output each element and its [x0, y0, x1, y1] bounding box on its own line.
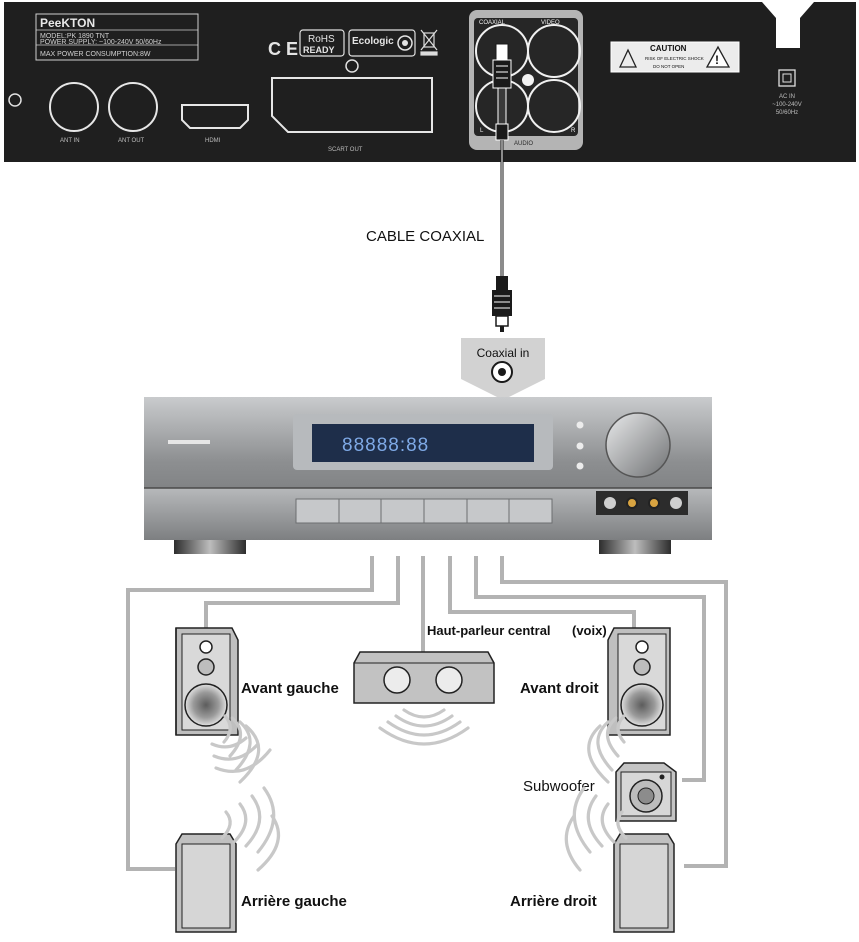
rohs-badge: RoHS READY: [299, 29, 345, 57]
subwoofer-label: Subwoofer: [523, 778, 595, 795]
max-power-text: MAX POWER CONSUMPTION:8W: [40, 51, 151, 58]
rear-right-speaker: [613, 833, 675, 933]
hdmi-port: [181, 104, 249, 129]
ac-in-voltage: ~100-240V: [772, 102, 802, 108]
model-label-plate: PeeKTON MODEL:PK 1890 TNT POWER SUPPLY: …: [35, 13, 199, 61]
audio-l-label: L: [480, 128, 484, 134]
rca-plug-icon: [492, 276, 512, 332]
back-panel-body: [4, 2, 856, 162]
coaxial-label: COAXIAL: [479, 20, 506, 26]
ac-in-socket: [778, 69, 796, 87]
rca-plug-panel-icon: [492, 43, 512, 141]
svg-text:Ecologic: Ecologic: [352, 36, 394, 47]
svg-text:READY: READY: [303, 45, 335, 55]
ecologic-badge: Ecologic: [348, 29, 416, 57]
indicator-1: [576, 421, 584, 429]
av-output-block: COAXIAL VIDEO AUDIO L R: [469, 10, 583, 150]
back-panel: PeeKTON MODEL:PK 1890 TNT POWER SUPPLY: …: [4, 2, 856, 162]
wire-front-left: [204, 556, 400, 628]
caution-line-2: DO NOT OPEN: [653, 64, 684, 69]
wire-front-right: [448, 556, 636, 628]
audio-label: AUDIO: [514, 141, 533, 147]
video-label: VIDEO: [541, 20, 560, 26]
front-left-label: Avant gauche: [241, 680, 339, 697]
weee-bin-icon: [420, 29, 438, 56]
power-cord-notch: [762, 2, 814, 48]
front-button-row: [295, 498, 553, 524]
rear-right-label: Arrière droit: [510, 893, 597, 910]
hdmi-label: HDMI: [205, 138, 221, 144]
front-left-speaker: [175, 627, 239, 736]
speaker-icon: [184, 683, 228, 727]
receiver-foot-left: [174, 540, 246, 554]
ac-in-frequency: 50/60Hz: [776, 110, 798, 116]
wire-rear-right: [500, 556, 728, 868]
ground-screw-icon: [345, 59, 359, 73]
indicator-2: [576, 442, 584, 450]
ce-mark-icon: C E: [268, 39, 298, 59]
svg-text:!: !: [715, 53, 719, 67]
caution-triangle-icon: [618, 48, 638, 68]
wire-subwoofer: [474, 556, 706, 782]
coaxial-in-tag: Coaxial in: [461, 338, 545, 400]
power-supply-text: POWER SUPPLY: ~100-240V 50/60Hz: [40, 39, 162, 46]
model-text: MODEL:PK 1890 TNT: [40, 33, 110, 40]
scart-out-label: SCART OUT: [328, 147, 363, 153]
caution-title: CAUTION: [650, 44, 687, 53]
screw-hole-icon: [8, 93, 22, 107]
brand-logo: PeeKTON: [40, 16, 95, 30]
speaker-wires: [126, 556, 728, 871]
center-label-voice: (voix): [572, 623, 607, 638]
ant-in-label: ANT IN: [60, 138, 80, 144]
caution-plate: ! CAUTION RISK OF ELECTRIC SHOCK DO NOT …: [610, 41, 740, 73]
svg-text:RoHS: RoHS: [308, 34, 335, 45]
display-window: [312, 424, 534, 462]
coaxial-in-label: Coaxial in: [477, 346, 530, 360]
front-right-speaker: [607, 627, 671, 736]
audio-r-label: R: [571, 128, 576, 134]
volume-knob: [605, 412, 671, 478]
cable-label: CABLE COAXIAL: [366, 228, 484, 245]
av-receiver: 88888:88: [144, 397, 712, 554]
subwoofer: [615, 762, 677, 822]
front-right-label: Avant droit: [520, 680, 599, 697]
center-speaker: [353, 651, 495, 704]
vfd-display: 88888:88: [342, 435, 429, 456]
caution-line-1: RISK OF ELECTRIC SHOCK: [645, 56, 704, 61]
indicator-3: [576, 462, 584, 470]
ant-in-connector: [49, 82, 99, 132]
sound-wave-icon: [210, 708, 628, 872]
center-label: Haut-parleur central: [427, 623, 551, 638]
rear-left-speaker: [175, 833, 237, 933]
ac-in-label: AC IN: [779, 94, 795, 100]
receiver-foot-right: [599, 540, 671, 554]
ant-out-label: ANT OUT: [118, 138, 145, 144]
scart-port: [271, 77, 433, 133]
av-center-screw: [522, 74, 534, 86]
power-button: [168, 440, 210, 444]
rear-left-label: Arrière gauche: [241, 893, 347, 910]
ant-out-connector: [108, 82, 158, 132]
caution-triangle-icon-2: [705, 45, 731, 68]
audio-right-jack: [527, 79, 581, 133]
wire-rear-left: [126, 556, 374, 871]
video-output-jack: [527, 24, 581, 78]
